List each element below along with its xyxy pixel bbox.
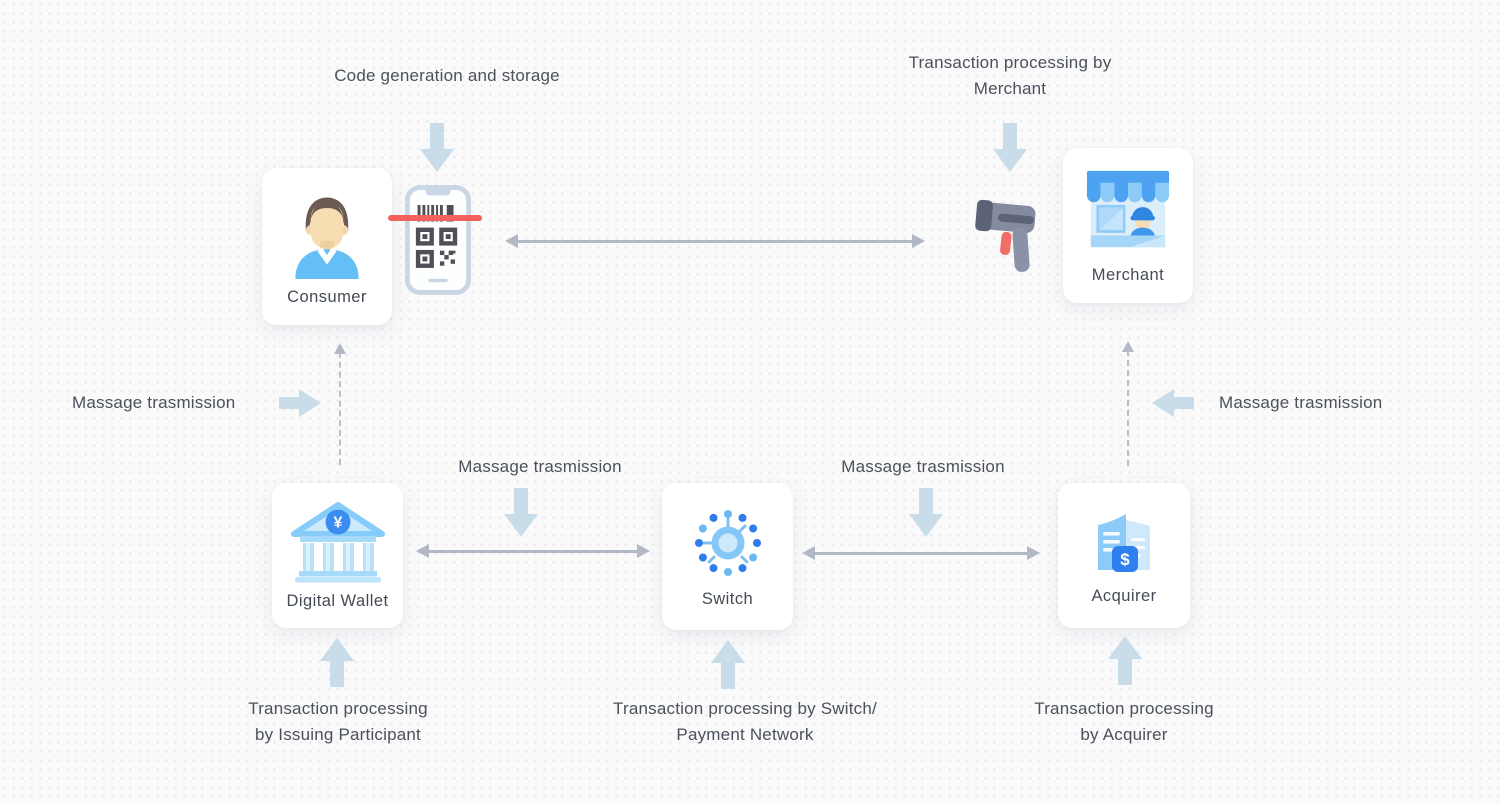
tx-by-acquirer-line2: by Acquirer: [1080, 725, 1168, 744]
double-arrow-consumer-merchant: [505, 233, 925, 249]
tx-by-acquirer-label: Transaction processing by Acquirer: [974, 696, 1274, 748]
arrow-line: [813, 552, 1029, 555]
down-arrow-icon: [993, 123, 1027, 172]
arrow-shaft: [514, 488, 528, 514]
dashed-line: [1126, 350, 1129, 466]
bank-yen-icon: ¥: [290, 501, 385, 582]
up-arrow-icon: [711, 640, 745, 689]
dashed-up-arrow-acquirer-merchant: [1121, 341, 1135, 466]
code-generation-label: Code generation and storage: [334, 66, 560, 85]
scan-line: [388, 215, 482, 221]
tx-by-merchant-label: Transaction processing by Merchant: [860, 50, 1160, 102]
down-arrow-icon: [909, 488, 943, 537]
massage-transmission-right-label: Massage trasmission: [1219, 393, 1383, 412]
arrow-head: [993, 149, 1027, 172]
barcode-scanner-icon: [975, 199, 1036, 272]
arrow-line: [427, 550, 639, 553]
tx-by-merchant-line1: Transaction processing by: [908, 53, 1112, 72]
arrow-head-right: [912, 234, 925, 248]
dashed-line: [338, 352, 341, 465]
massage-transmission-left-label: Massage trasmission: [72, 393, 236, 412]
tx-by-issuing-line2: by Issuing Participant: [255, 725, 421, 744]
node-switch: Switch: [662, 483, 793, 630]
node-label: Acquirer: [1091, 586, 1157, 605]
arrow-head-right: [1027, 546, 1040, 560]
consumer-avatar-icon: [295, 197, 359, 279]
arrow-head: [299, 389, 321, 417]
arrow-head-left: [416, 544, 429, 558]
double-arrow-switch-acquirer: [802, 545, 1040, 561]
left-arrow-icon: [1152, 389, 1194, 417]
dollar-badge-text: $: [1120, 550, 1130, 569]
arrow-shaft: [330, 661, 344, 687]
arrow-shaft: [721, 663, 735, 689]
node-consumer: Consumer: [262, 168, 392, 325]
arrow-head-left: [505, 234, 518, 248]
dashed-up-arrow-wallet-consumer: [333, 343, 347, 465]
arrow-line: [516, 240, 914, 243]
arrow-shaft: [1174, 397, 1194, 409]
tx-by-switch-line2: Payment Network: [676, 725, 814, 744]
arrow-head: [1108, 636, 1142, 659]
arrow-shaft: [1003, 123, 1017, 149]
tx-by-issuing-line1: Transaction processing: [248, 699, 428, 718]
arrow-head: [1152, 389, 1174, 417]
storefront-icon: [1086, 170, 1170, 247]
right-arrow-icon: [279, 389, 321, 417]
node-acquirer: $ Acquirer: [1058, 483, 1190, 628]
tx-by-switch-label: Transaction processing by Switch/ Paymen…: [590, 696, 900, 748]
down-arrow-icon: [504, 488, 538, 537]
yen-badge-text: ¥: [333, 514, 342, 531]
tx-by-issuing-label: Transaction processing by Issuing Partic…: [188, 696, 488, 748]
up-arrow-icon: [1108, 636, 1142, 685]
double-arrow-wallet-switch: [416, 543, 650, 559]
arrow-head: [909, 514, 943, 537]
building-dollar-icon: $: [1098, 513, 1150, 572]
tx-by-switch-line1: Transaction processing by Switch/: [613, 699, 877, 718]
up-arrow-icon: [320, 638, 354, 687]
arrow-shaft: [919, 488, 933, 514]
arrow-head: [711, 640, 745, 663]
node-label: Digital Wallet: [286, 591, 389, 610]
arrow-shaft: [1118, 659, 1132, 685]
node-merchant: Merchant: [1063, 148, 1193, 303]
network-hub-icon: [694, 509, 761, 576]
down-arrow-icon: [420, 123, 454, 172]
massage-transmission-mid-right-label: Massage trasmission: [841, 457, 1005, 476]
arrow-head: [1122, 341, 1134, 352]
qr-code-phone-icon: [404, 185, 472, 295]
arrow-head: [504, 514, 538, 537]
arrow-head-left: [802, 546, 815, 560]
node-label: Merchant: [1091, 265, 1165, 284]
tx-by-acquirer-line1: Transaction processing: [1034, 699, 1214, 718]
massage-transmission-mid-left-label: Massage trasmission: [458, 457, 622, 476]
node-digital-wallet: ¥ Digital Wallet: [272, 483, 403, 628]
arrow-shaft: [279, 397, 299, 409]
arrow-shaft: [430, 123, 444, 149]
node-label: Switch: [701, 589, 754, 608]
arrow-head-right: [637, 544, 650, 558]
tx-by-merchant-line2: Merchant: [973, 79, 1047, 98]
node-label: Consumer: [287, 287, 367, 306]
arrow-head: [420, 149, 454, 172]
arrow-head: [334, 343, 346, 354]
arrow-head: [320, 638, 354, 661]
